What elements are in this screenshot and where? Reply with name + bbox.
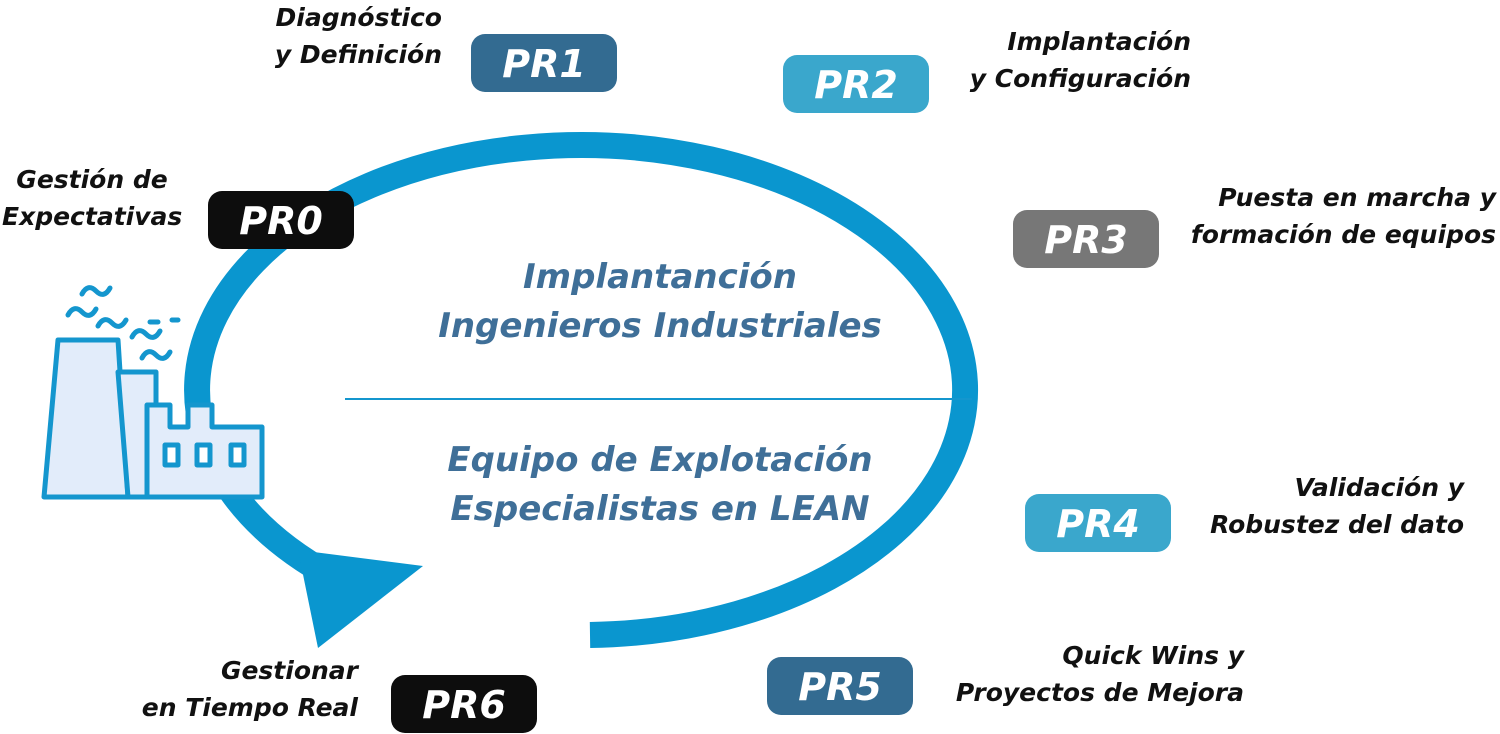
stage-label-line: Gestionar <box>220 656 358 685</box>
badge-pr5: PR5 <box>767 657 913 715</box>
badge-code: PR0 <box>239 199 323 243</box>
stage-label-line: y Configuración <box>969 64 1191 93</box>
factory-icon <box>41 285 265 500</box>
stage-label-line: formación de equipos <box>1190 220 1496 249</box>
badge-background <box>783 55 929 113</box>
badge-code: PR5 <box>798 665 882 709</box>
center-bottom-text: Equipo de Explotación Especialistas en L… <box>340 436 980 534</box>
stage-label-pr2: Implantación y Configuración <box>955 23 1191 97</box>
cycle-arrow-icon <box>298 550 423 648</box>
stage-label-line: Diagnóstico <box>275 3 442 32</box>
stage-label-pr1: Diagnóstico y Definición <box>262 0 442 73</box>
badge-background <box>471 34 617 92</box>
badge-pr6: PR6 <box>391 675 537 733</box>
stage-label-pr3: Puesta en marcha y formación de equipos <box>1184 179 1496 253</box>
stage-label-line: Expectativas <box>2 202 183 231</box>
stage-label-line: Gestión de <box>16 165 168 194</box>
badge-pr3: PR3 <box>1013 210 1159 268</box>
center-bottom-line1: Equipo de Explotación <box>447 440 873 480</box>
stage-label-line: Validación y <box>1294 473 1464 502</box>
cycle-ring <box>184 132 978 648</box>
stage-label-line: y Definición <box>274 40 442 69</box>
center-top-text: Implantanción Ingenieros Industriales <box>340 253 980 351</box>
stage-label-pr6: Gestionar en Tiempo Real <box>130 652 358 726</box>
badge-pr0: PR0 <box>208 191 354 249</box>
badge-code: PR3 <box>1044 218 1128 262</box>
badge-code: PR1 <box>502 42 586 86</box>
badge-background <box>767 657 913 715</box>
badge-background <box>391 675 537 733</box>
badge-pr1: PR1 <box>471 34 617 92</box>
badge-pr2: PR2 <box>783 55 929 113</box>
badge-pr4: PR4 <box>1025 494 1171 552</box>
badge-code: PR4 <box>1056 502 1140 546</box>
stage-label-line: Puesta en marcha y <box>1218 183 1496 212</box>
stage-label-line: Robustez del dato <box>1210 510 1464 539</box>
stage-label-line: Implantación <box>1007 27 1191 56</box>
center-top-line2: Ingenieros Industriales <box>438 306 882 346</box>
stage-label-pr0: Gestión de Expectativas <box>2 161 182 235</box>
center-bottom-line2: Especialistas en LEAN <box>450 489 870 529</box>
stage-label-line: Proyectos de Mejora <box>955 678 1244 707</box>
stage-label-line: Quick Wins y <box>1062 641 1244 670</box>
badge-background <box>208 191 354 249</box>
center-top-line1: Implantanción <box>523 257 797 297</box>
stage-label-line: en Tiempo Real <box>141 693 358 722</box>
badge-background <box>1025 494 1171 552</box>
badge-code: PR2 <box>814 63 898 107</box>
stage-label-pr5: Quick Wins y Proyectos de Mejora <box>940 637 1244 711</box>
stage-label-pr4: Validación y Robustez del dato <box>1196 469 1464 543</box>
badge-code: PR6 <box>422 683 506 727</box>
badge-background <box>1013 210 1159 268</box>
